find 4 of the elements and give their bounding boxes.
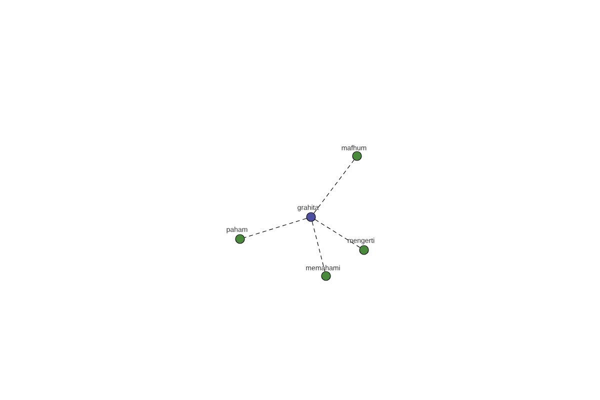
connector-line xyxy=(314,219,360,248)
connector-line xyxy=(312,221,326,272)
connector-line xyxy=(244,218,307,238)
connector-line xyxy=(314,160,354,214)
